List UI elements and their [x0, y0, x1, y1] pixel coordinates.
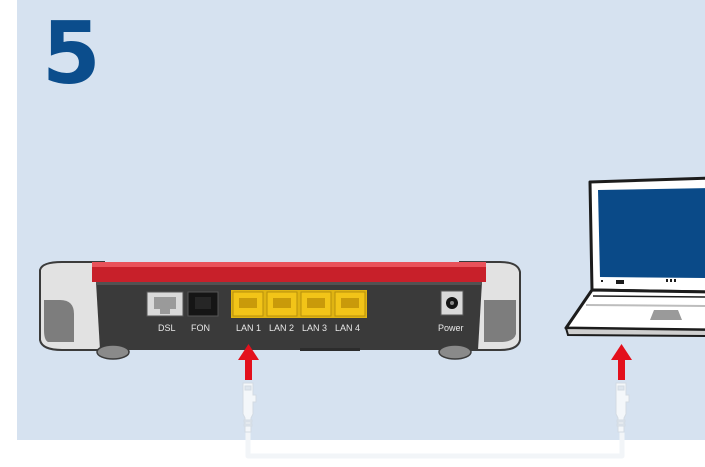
laptop-icon: [566, 178, 705, 336]
power-port-icon: [441, 291, 463, 315]
lan-ports-icon: [231, 290, 367, 318]
port-label-lan3: LAN 3: [302, 323, 327, 333]
lan-cable-plug-icon: [243, 383, 256, 432]
port-label-lan2: LAN 2: [269, 323, 294, 333]
port-label-lan4: LAN 4: [335, 323, 360, 333]
port-label-fon: FON: [191, 323, 210, 333]
lan-cable-plug-icon: [616, 383, 629, 432]
lan-cable-line: [248, 430, 622, 456]
up-arrow-icon: [611, 344, 632, 380]
fon-port-icon: [188, 292, 218, 316]
port-label-power: Power: [438, 323, 464, 333]
dsl-port-icon: [147, 292, 183, 316]
port-label-dsl: DSL: [158, 323, 176, 333]
port-label-lan1: LAN 1: [236, 323, 261, 333]
